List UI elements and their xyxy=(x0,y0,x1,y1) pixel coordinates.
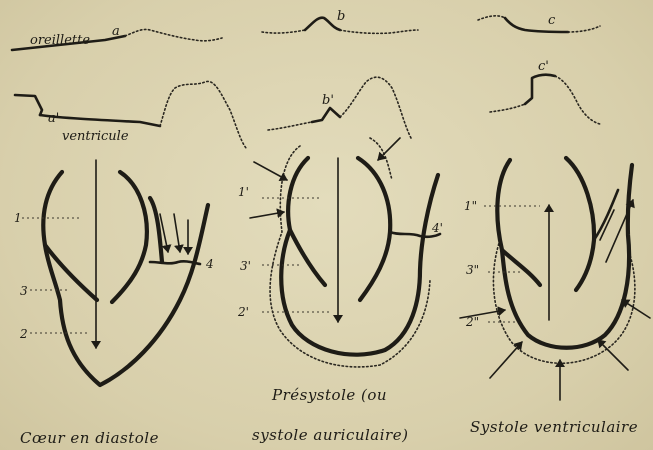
label-ventricule: ventricule xyxy=(62,129,129,144)
trace-b-solid xyxy=(305,18,340,30)
systole-num-3: 3" xyxy=(466,263,479,277)
diastole-right-atrium xyxy=(150,198,162,262)
presystole-arrow-left-top xyxy=(254,162,287,180)
trace-b: b xyxy=(262,9,418,33)
trace-c-dotted-right xyxy=(568,26,600,32)
trace-c-prime: c' xyxy=(490,59,600,124)
ventricule-trace-dotted xyxy=(160,81,246,148)
diastole-arrow-2 xyxy=(174,214,180,252)
diastole-num-3: 3 xyxy=(20,284,28,298)
label-a-prime: a' xyxy=(48,111,59,126)
diastole-valve-line xyxy=(150,261,200,264)
presystole-arrow-left-mid xyxy=(250,212,284,218)
label-a: a xyxy=(112,24,120,39)
systole-right-wall xyxy=(594,190,618,240)
trace-b-prime-dotted-right xyxy=(340,77,412,140)
trace-c-prime-dotted-left xyxy=(490,104,525,112)
trace-b-prime: b' xyxy=(268,77,412,140)
presystole-num-4: 4' xyxy=(431,221,443,235)
label-b-prime: b' xyxy=(322,93,334,108)
diastole-num-2: 2 xyxy=(19,327,28,341)
presystole-num-2: 2' xyxy=(237,305,249,319)
trace-c-prime-solid xyxy=(525,75,555,104)
presystole-septum xyxy=(358,158,390,300)
trace-b-prime-solid xyxy=(312,108,340,122)
systole-septum xyxy=(566,158,594,290)
diastole-septum xyxy=(112,172,147,302)
systole-arrow-right xyxy=(622,300,650,318)
trace-c-prime-dotted-right xyxy=(555,76,600,124)
presystole-num-3: 3' xyxy=(240,259,251,273)
trace-c: c xyxy=(478,13,600,32)
systole-num-2: 2" xyxy=(465,315,479,329)
label-b: b xyxy=(337,9,345,24)
caption-diastole: Cœur en diastole xyxy=(20,429,159,447)
heart-systole: 1" 3" 2" xyxy=(460,158,650,400)
oreillette-trace-dotted xyxy=(125,29,222,40)
caption-presystole-line1: Présystole (ou xyxy=(271,386,387,404)
presystole-num-1: 1' xyxy=(238,185,249,199)
presystole-inner-wall xyxy=(290,230,325,285)
ventricule-trace-left xyxy=(15,95,42,115)
diastole-outer-wall xyxy=(43,172,208,385)
systole-arrow-bottom-left xyxy=(490,342,522,378)
systole-num-1: 1" xyxy=(464,199,477,213)
caption-presystole-line2: systole auriculaire) xyxy=(252,426,408,444)
trace-c-solid xyxy=(505,18,568,32)
trace-b-prime-dotted-left xyxy=(268,122,312,130)
diastole-num-1: 1 xyxy=(14,211,22,225)
trace-b-dotted-right xyxy=(340,30,418,33)
systole-outer-wall xyxy=(497,160,632,348)
heart-diastole: 1 3 2 4 xyxy=(14,160,214,385)
caption-systole: Systole ventriculaire xyxy=(470,418,638,436)
trace-c-dotted-left xyxy=(478,16,505,20)
trace-b-dotted-left xyxy=(262,30,305,33)
trace-oreillette: oreillette a xyxy=(12,24,222,50)
label-c: c xyxy=(548,13,556,28)
trace-ventricule: a' ventricule xyxy=(15,81,246,148)
diastole-num-4: 4 xyxy=(205,257,214,271)
heart-presystole: 1' 3' 2' 4' xyxy=(237,138,443,367)
label-c-prime: c' xyxy=(538,59,549,74)
